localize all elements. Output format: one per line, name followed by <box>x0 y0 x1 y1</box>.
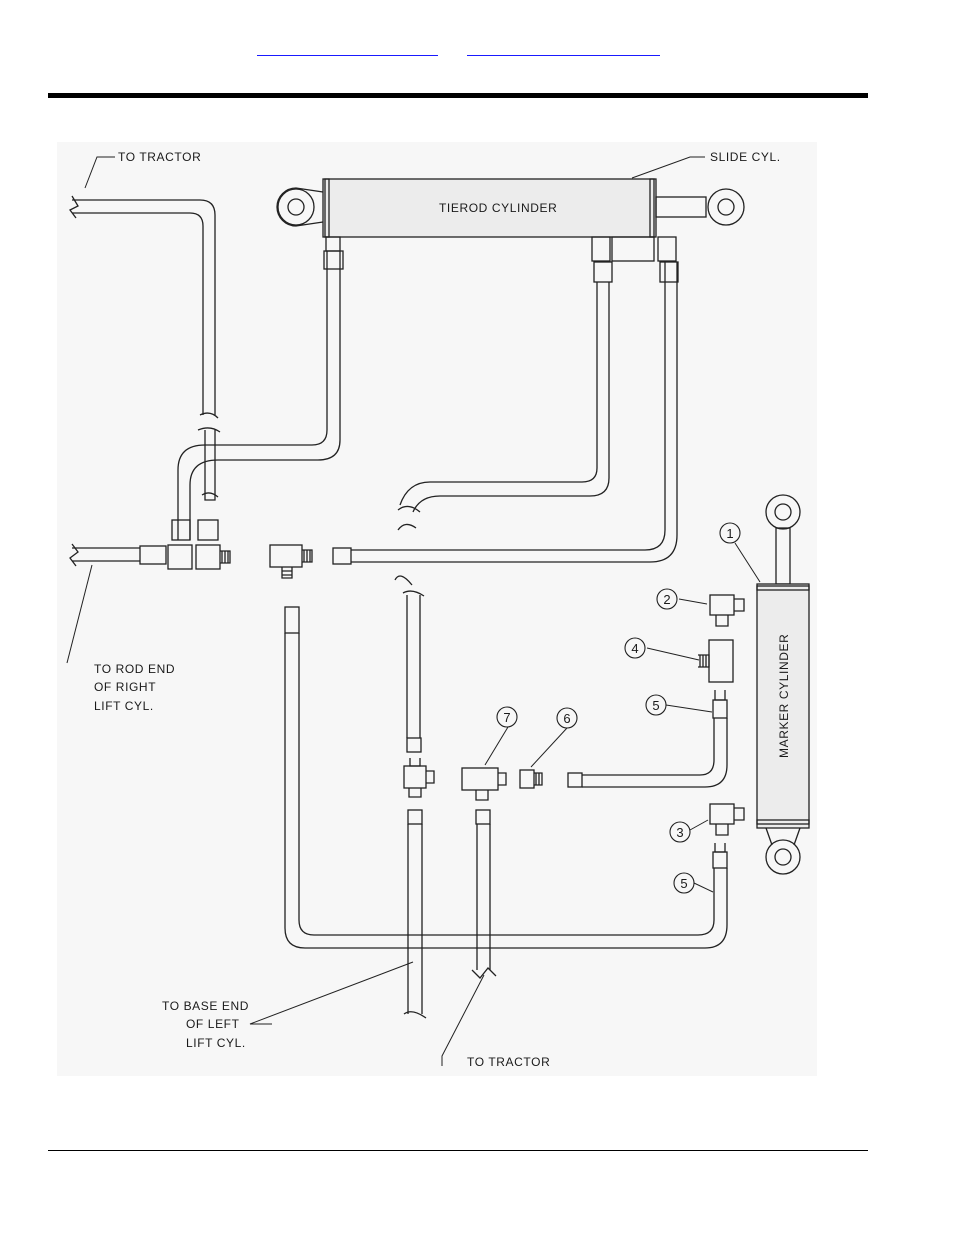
label-base-end-2: OF LEFT <box>186 1017 240 1031</box>
callout-5-upper: 5 <box>652 698 659 713</box>
part-7-tee <box>462 768 506 978</box>
label-slide-cyl: SLIDE CYL. <box>710 150 781 164</box>
footer-rule <box>48 1150 868 1151</box>
label-tierod-cylinder: TIEROD CYLINDER <box>439 201 557 215</box>
tee-left-assembly <box>70 544 230 569</box>
label-to-tractor-top: TO TRACTOR <box>118 150 201 164</box>
callout-4: 4 <box>631 641 638 656</box>
label-base-end-1: TO BASE END <box>162 999 249 1013</box>
hose-to-tractor-top <box>70 196 220 540</box>
callout-6: 6 <box>563 711 570 726</box>
callout-3: 3 <box>676 825 683 840</box>
label-to-tractor-bottom: TO TRACTOR <box>467 1055 550 1069</box>
label-marker-cylinder: MARKER CYLINDER <box>777 634 791 758</box>
callout-2: 2 <box>663 592 670 607</box>
callout-circles <box>497 523 740 893</box>
callout-5-lower: 5 <box>680 876 687 891</box>
part-6-adapter <box>520 770 542 788</box>
part-2-elbow <box>710 595 744 626</box>
label-rod-end-2: OF RIGHT <box>94 680 156 694</box>
callout-7: 7 <box>503 710 510 725</box>
label-base-end-3: LIFT CYL. <box>186 1036 246 1050</box>
tee-middle-assembly <box>270 262 678 585</box>
hose-center-vertical <box>403 591 434 1018</box>
part-5-hose-upper <box>568 690 727 787</box>
label-rod-end-1: TO ROD END <box>94 662 175 676</box>
part-4-plug <box>698 640 733 682</box>
label-rod-end-3: LIFT CYL. <box>94 699 154 713</box>
leader-lines <box>67 157 760 1066</box>
callout-1: 1 <box>726 526 733 541</box>
part-3-elbow <box>710 804 744 835</box>
tierod-cylinder-drawing <box>277 179 744 261</box>
